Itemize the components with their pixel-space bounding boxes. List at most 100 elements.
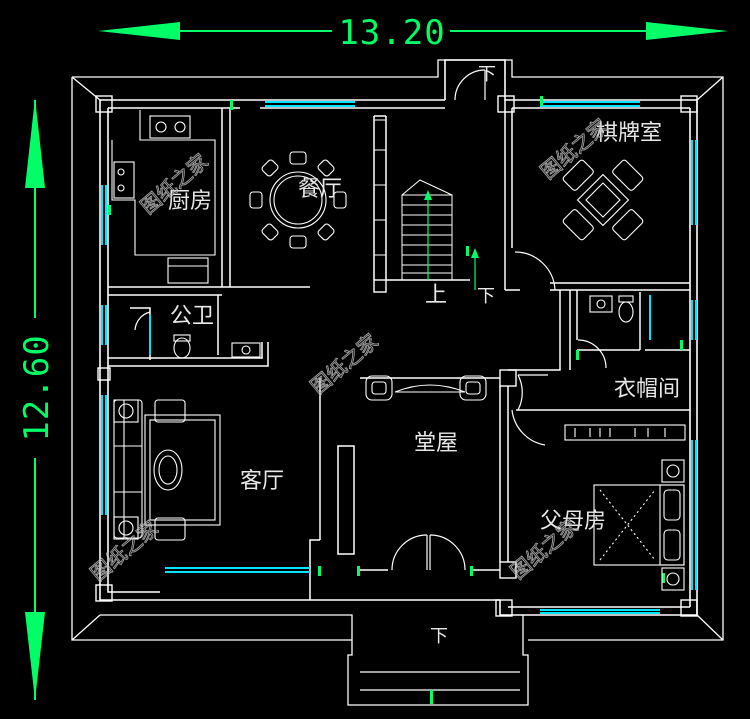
label-main-hall: 堂屋 (414, 431, 458, 456)
door-stair-bay-swing (454, 69, 486, 101)
column-top-mid (497, 95, 515, 113)
wall-living-top (108, 342, 269, 367)
kitchen-counter (111, 110, 216, 256)
wash-basin-icon (231, 342, 261, 358)
green-markers (108, 96, 683, 704)
width-dimension-mask (332, 12, 450, 48)
dining-chair-icon (289, 151, 307, 165)
altar-table-icon (394, 384, 466, 393)
column-br (680, 599, 698, 617)
watermark-3: 图纸之家 (306, 329, 383, 399)
toilet-icon (173, 337, 191, 359)
column-tl (95, 95, 113, 113)
tv-cabinet (337, 445, 355, 555)
porch-outline (100, 614, 529, 706)
stove-burner-right-icon (174, 121, 186, 133)
stair-up-arrow-icon (424, 190, 432, 200)
column-stair (373, 279, 387, 293)
label-public-bath: 公卫 (170, 304, 214, 329)
coffee-table-icon (153, 449, 183, 491)
door-front-right-swing (429, 534, 466, 571)
height-dimension-mask (16, 318, 56, 458)
stove-burner-left-icon (155, 121, 167, 133)
living-armchair-bottom-icon (154, 517, 186, 541)
stove-icon (149, 115, 191, 139)
door-bath2-swing (577, 339, 607, 369)
living-rug (144, 414, 221, 526)
roof-corner-bl (71, 614, 101, 641)
height-dimension-label: 12.60 (17, 334, 57, 441)
roof-corner-br (696, 614, 724, 641)
door-chess-swing (514, 251, 556, 291)
sink-icon (113, 161, 135, 199)
side-table-top-icon (113, 399, 139, 423)
bed-cover-pattern (599, 489, 656, 561)
watermark-2: 图纸之家 (536, 114, 613, 184)
width-dimension-label: 13.20 (338, 13, 445, 53)
roof-corner-tr (696, 76, 724, 101)
stair-landing-edge (401, 179, 453, 196)
label-chess-room: 棋牌室 (596, 121, 662, 146)
label-kitchen: 厨房 (168, 189, 212, 214)
column-left-mid (97, 367, 111, 381)
hall-chair-right-icon (459, 375, 487, 401)
interior-walls (108, 100, 690, 600)
hall-furniture (365, 375, 487, 401)
label-dining: 餐厅 (298, 177, 342, 202)
bath2-basin-icon (589, 295, 613, 313)
parents-furniture (564, 424, 686, 591)
wall-bath-bottom (108, 342, 263, 359)
wall-bottom-right-outer (499, 600, 697, 616)
door-front-left-swing (391, 534, 428, 571)
height-dimension: 12.60 (16, 98, 57, 700)
column-bm (495, 599, 513, 617)
wall-top-stair-bay (444, 59, 697, 101)
wall-hall-right-top (508, 290, 561, 371)
wall-left-inner (107, 108, 160, 593)
door-bath-swing (134, 311, 151, 331)
stair-rail (373, 119, 387, 281)
door-closet-swing (517, 374, 523, 411)
bath2-toilet-icon (618, 301, 634, 323)
column-bl (95, 584, 113, 602)
bath-fixtures (173, 295, 634, 359)
wall-left-outer (99, 100, 500, 601)
watermarks: 图纸之家 图纸之家 图纸之家 图纸之家 图纸之家 (85, 114, 613, 587)
outer-outline (71, 59, 724, 706)
label-living: 客厅 (240, 469, 284, 494)
column-tr (680, 95, 698, 113)
label-down: 下 (477, 286, 495, 307)
room-labels: 厨房 餐厅 棋牌室 公卫 上 下 下 下 衣帽间 堂屋 客厅 父母房 (168, 64, 680, 647)
label-up: 上 (425, 283, 447, 308)
door-parents-swing (511, 409, 546, 446)
chess-table-top-icon (576, 173, 630, 227)
label-down-top: 下 (478, 64, 496, 85)
stair-down-arrow-icon (471, 248, 479, 258)
windows (101, 101, 697, 614)
column-hall-right (499, 369, 517, 387)
chess-table (562, 159, 644, 241)
parents-bed-icon (593, 484, 685, 566)
wall-hall-left-jog (309, 539, 320, 600)
hall-chair-left-icon (365, 375, 393, 401)
nightstand-top-icon (661, 459, 685, 483)
wall-bath-partition (130, 307, 151, 360)
staircase (373, 119, 479, 290)
dining-table-top-icon (273, 175, 323, 225)
chess-chair-icon (612, 159, 644, 191)
stair-flight (401, 194, 453, 281)
label-closet: 衣帽间 (614, 377, 680, 402)
doors (134, 69, 607, 571)
label-down-bottom: 下 (430, 626, 448, 647)
fridge-icon (167, 257, 209, 284)
width-dimension: 13.20 (98, 12, 728, 53)
width-arrow-left-icon (98, 22, 180, 40)
height-arrow-bottom-icon (25, 612, 45, 700)
nightstand-bottom-icon (661, 567, 685, 591)
width-arrow-right-icon (646, 22, 728, 40)
pillow-icon (663, 489, 681, 521)
label-parents-room: 父母房 (540, 509, 606, 534)
living-furniture (113, 399, 221, 541)
